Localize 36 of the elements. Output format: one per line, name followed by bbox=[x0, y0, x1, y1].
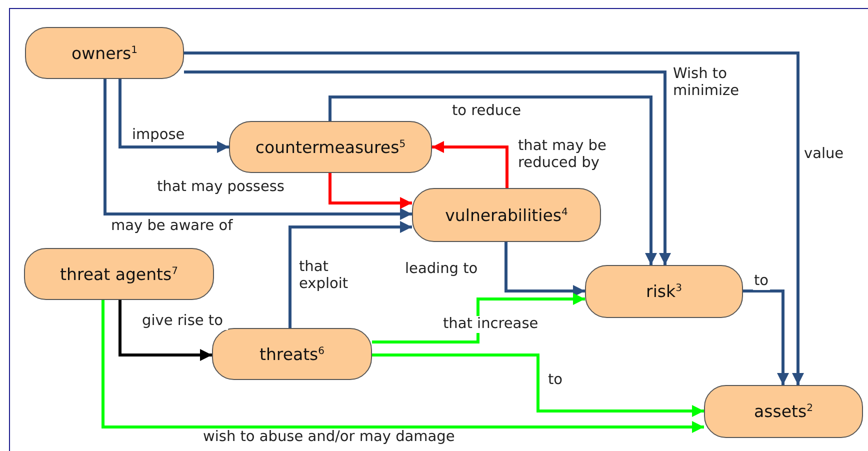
arrow bbox=[504, 242, 585, 297]
arrow bbox=[288, 221, 412, 328]
edge-label: that increase bbox=[442, 316, 540, 333]
arrow bbox=[118, 79, 229, 153]
arrow bbox=[328, 96, 657, 265]
arrow bbox=[328, 173, 412, 209]
node-label: threat agents$^{7}$ bbox=[60, 264, 178, 284]
edge-label: wish to abuse and/or may damage bbox=[202, 429, 456, 446]
edge-label: that may possess bbox=[156, 179, 286, 196]
node-label: assets$^{2}$ bbox=[754, 402, 813, 421]
arrow bbox=[184, 52, 804, 385]
rounded-box bbox=[25, 27, 184, 79]
arrow bbox=[184, 70, 671, 265]
arrow bbox=[118, 300, 212, 361]
rounded-box bbox=[585, 265, 743, 318]
rounded-box bbox=[24, 248, 214, 300]
node-label: vulnerabilities$^{4}$ bbox=[445, 206, 568, 224]
arrow bbox=[104, 79, 412, 220]
rounded-box bbox=[229, 121, 432, 173]
node-label: countermeasures$^{5}$ bbox=[255, 138, 406, 156]
arrow bbox=[743, 290, 789, 385]
rounded-box bbox=[704, 385, 863, 438]
node-label: threats$^{6}$ bbox=[259, 344, 325, 364]
edge-label: to bbox=[753, 273, 770, 290]
arrow bbox=[372, 354, 704, 417]
arrow bbox=[102, 300, 704, 433]
edge-label: give rise to bbox=[141, 313, 228, 330]
arrow bbox=[432, 141, 508, 188]
arrow bbox=[372, 293, 585, 344]
rounded-box bbox=[412, 188, 601, 242]
edge-label: may be aware of bbox=[110, 218, 234, 235]
edge-label: leading to bbox=[404, 261, 479, 278]
edge-label: impose bbox=[131, 127, 186, 144]
node-label: owners$^{1}$ bbox=[72, 44, 138, 62]
node-label: risk$^{3}$ bbox=[646, 282, 682, 301]
rounded-box bbox=[212, 328, 372, 380]
